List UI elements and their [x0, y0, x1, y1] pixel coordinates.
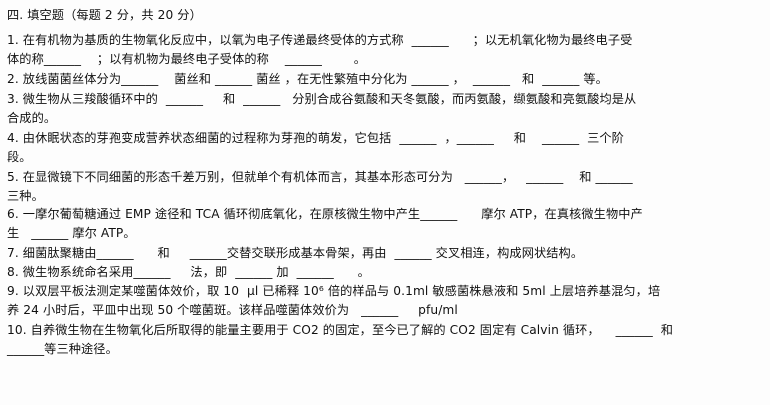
question-10-line-1: 10. 自养微生物在生物氧化后所取得的能量主要用于 CO2 的固定，至今已了解的…: [7, 323, 674, 337]
section-title: 四. 填空题（每题 2 分，共 20 分）: [7, 8, 202, 22]
question-2: 2. 放线菌菌丝体分为______ 菌丝和 ______ 菌丝 ，在无性繁殖中分…: [7, 72, 608, 86]
question-9-line-1: 9. 以双层平板法测定某噬菌体效价，取 10 μl 已稀释 10⁶ 倍的样品与 …: [7, 284, 661, 298]
question-9-line-2: 养 24 小时后，平皿中出现 50 个噬菌斑。该样品噬菌体效价为 ______ …: [7, 303, 458, 317]
question-4-line-1: 4. 由休眠状态的芽孢变成营养状态细菌的过程称为芽孢的萌发，它包括 ______…: [7, 131, 624, 145]
question-4-line-2: 段。: [7, 150, 32, 164]
question-5-line-1: 5. 在显微镜下不同细菌的形态千差万别，但就单个有机体而言，其基本形态可分为 _…: [7, 170, 633, 184]
question-1-line-2: 体的称______ ；以有机物为最终电子受体的称 ______ 。: [7, 52, 367, 66]
question-6-line-2: 生 ______ 摩尔 ATP。: [7, 226, 136, 240]
question-10-line-2: ______等三种途径。: [7, 342, 118, 356]
question-3-line-1: 3. 微生物从三羧酸循环中的 ______ 和 ______ 分别合成谷氨酸和天…: [7, 92, 637, 106]
question-8: 8. 微生物系统命名采用______ 法，即 ______ 加 ______ 。: [7, 265, 370, 279]
question-3-line-2: 合成的。: [7, 111, 57, 125]
question-6-line-1: 6. 一摩尔葡萄糖通过 EMP 途径和 TCA 循环彻底氧化，在原核微生物中产生…: [7, 207, 643, 221]
question-7: 7. 细菌肽聚糖由______ 和 ______交替交联形成基本骨架，再由 __…: [7, 246, 584, 260]
question-1-line-1: 1. 在有机物为基质的生物氧化反应中，以氧为电子传递最终受体的方式称 _____…: [7, 33, 633, 47]
question-5-line-2: 三种。: [7, 189, 44, 203]
